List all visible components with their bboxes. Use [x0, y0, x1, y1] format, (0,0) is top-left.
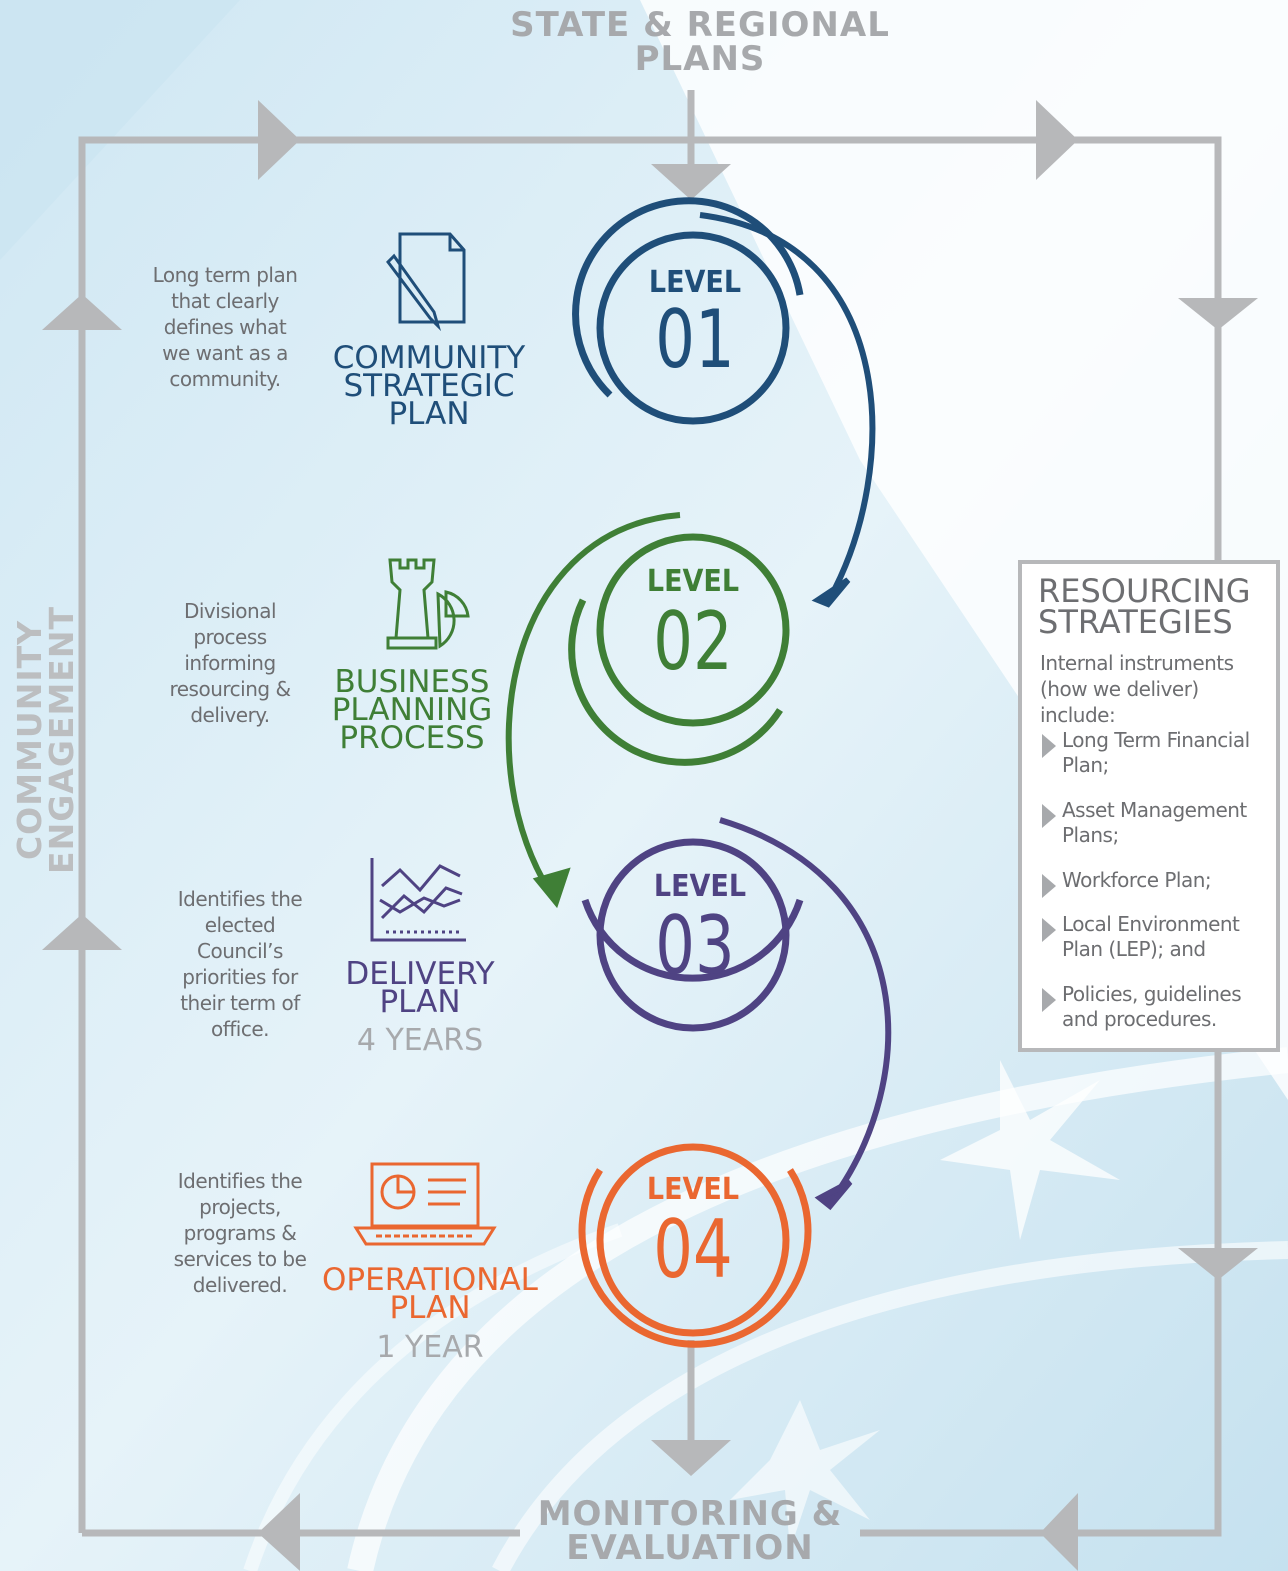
level-03-description: Identifies the elected Council’s priorit… — [177, 887, 303, 1041]
level-03-title: DELIVERY PLAN — [345, 956, 495, 1020]
level-03-duration: 4 YEARS — [356, 1023, 484, 1058]
level-02-circle — [568, 533, 790, 766]
arrow-up-icon — [42, 294, 122, 330]
connector-01-02 — [699, 212, 876, 608]
engagement-loop-frame — [78, 90, 1222, 1537]
level-02-title: BUSINESS PLANNING PROCESS — [331, 664, 493, 756]
resourcing-item-label: Workforce Plan; — [1062, 868, 1212, 892]
chess-rook-pie-chart-icon — [386, 558, 470, 650]
resourcing-strategies-panel: RESOURCING STRATEGIES Internal instrumen… — [1018, 560, 1280, 1052]
list-item: Policies, guidelines and procedures. — [1038, 982, 1278, 1042]
level-02-number: 02 — [653, 595, 733, 688]
arrow-left-icon — [258, 1493, 300, 1571]
loop-direction-arrows — [42, 100, 1258, 1571]
state-regional-plans-heading: STATE & REGIONAL PLANS — [510, 5, 890, 79]
list-item: Long Term Financial Plan; — [1038, 728, 1278, 798]
level-04-circle — [578, 1143, 812, 1348]
list-item: Workforce Plan; — [1038, 868, 1278, 912]
arrow-down-icon — [1178, 1248, 1258, 1280]
arrow-down-icon — [651, 164, 731, 200]
arrow-left-icon — [1040, 1493, 1078, 1571]
level-01-number: 01 — [655, 293, 735, 386]
level-03-number: 03 — [655, 899, 735, 992]
resourcing-intro: Internal instruments (how we deliver) in… — [1040, 651, 1234, 727]
level-03-circle — [581, 838, 804, 1032]
connector-03-04 — [719, 817, 892, 1211]
arrow-down-icon — [651, 1440, 731, 1476]
triangle-bullet-icon — [1042, 874, 1056, 898]
monitoring-evaluation-heading: MONITORING & EVALUATION — [537, 1494, 843, 1568]
resourcing-item-label: Asset Management Plans; — [1062, 798, 1247, 847]
resourcing-title: RESOURCING STRATEGIES — [1038, 572, 1251, 641]
laptop-dashboard-icon — [353, 1162, 497, 1246]
level-01-description: Long term plan that clearly defines what… — [152, 263, 298, 391]
community-engagement-label: COMMUNITY ENGAGEMENT — [10, 606, 81, 874]
resourcing-item-label: Local Environment Plan (LEP); and — [1062, 912, 1240, 961]
level-02-word: LEVEL — [646, 564, 740, 599]
resourcing-item-label: Policies, guidelines and procedures. — [1062, 982, 1242, 1031]
level-01-title: COMMUNITY STRATEGIC PLAN — [332, 340, 526, 432]
resourcing-list: Long Term Financial Plan; Asset Manageme… — [1038, 728, 1278, 1042]
document-pen-icon — [386, 232, 466, 332]
list-item: Local Environment Plan (LEP); and — [1038, 912, 1278, 982]
arrow-up-icon — [42, 914, 122, 950]
level-04-word: LEVEL — [646, 1172, 740, 1207]
level-04-description: Identifies the projects, programs & serv… — [173, 1169, 307, 1297]
arrow-right-icon — [1036, 100, 1078, 180]
level-03-word: LEVEL — [653, 869, 747, 904]
triangle-bullet-icon — [1042, 918, 1056, 942]
connector-02-03 — [505, 512, 681, 909]
arrow-right-icon — [258, 100, 300, 180]
level-04-number: 04 — [653, 1203, 733, 1296]
list-item: Asset Management Plans; — [1038, 798, 1278, 868]
triangle-bullet-icon — [1042, 734, 1056, 758]
level-01-word: LEVEL — [648, 265, 742, 300]
arrow-down-icon — [1178, 298, 1258, 330]
resourcing-item-label: Long Term Financial Plan; — [1062, 728, 1250, 777]
level-04-title: OPERATIONAL PLAN — [322, 1262, 538, 1326]
level-02-description: Divisional process informing resourcing … — [169, 599, 291, 727]
triangle-bullet-icon — [1042, 804, 1056, 828]
trend-chart-icon — [370, 858, 466, 942]
triangle-bullet-icon — [1042, 988, 1056, 1012]
level-04-duration: 1 YEAR — [376, 1330, 484, 1365]
